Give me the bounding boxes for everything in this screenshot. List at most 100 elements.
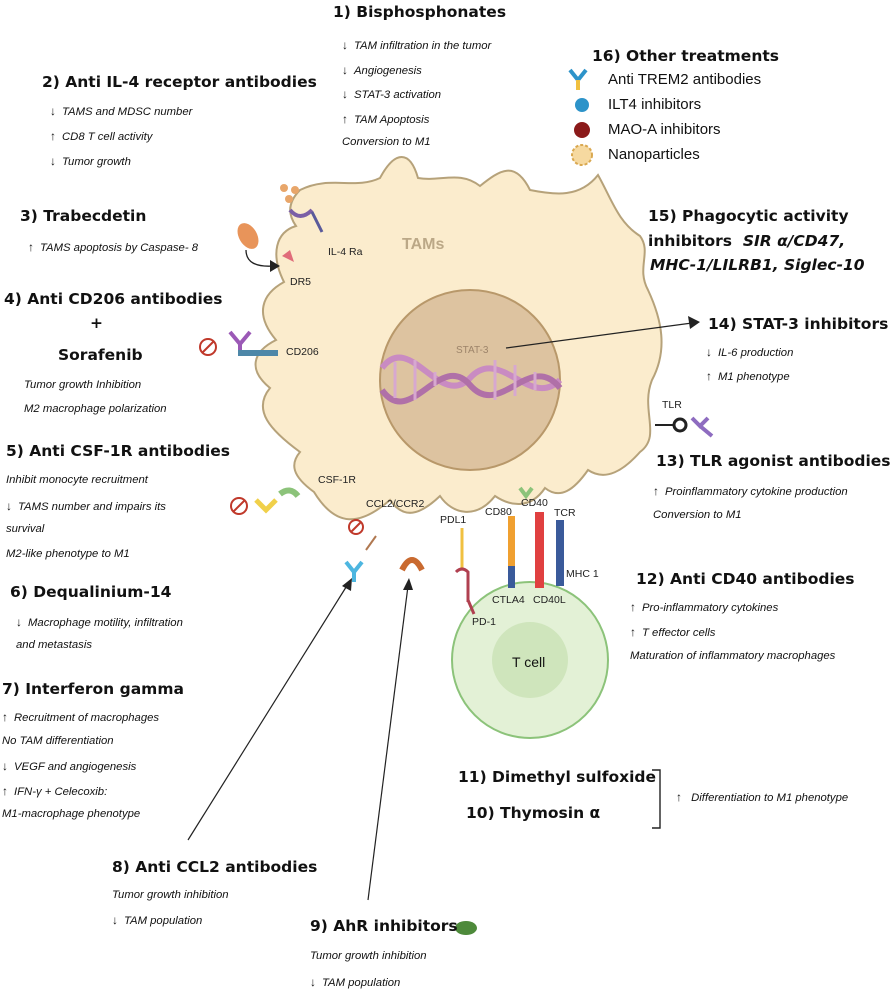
t6-effect-text-1: and metastasis xyxy=(16,639,92,651)
ahr-pill-icon xyxy=(455,921,477,935)
legend-ilt4: ILT4 inhibitors xyxy=(608,96,702,113)
t9-effect-1: ↓TAM population xyxy=(310,975,400,989)
t3-effect-text-0: TAMS apoptosis by Caspase- 8 xyxy=(40,242,199,254)
t4-title2: Sorafenib xyxy=(58,346,143,364)
dna-strand-a xyxy=(379,354,563,391)
t10-11-arrow: ↑ xyxy=(676,790,682,804)
t10-11-effect-text: Differentiation to M1 phenotype xyxy=(691,792,849,804)
t7-effect-0: ↑Recruitment of macrophages xyxy=(2,710,159,724)
t14-effect-text-1: M1 phenotype xyxy=(718,371,790,383)
label-cd40: CD40 xyxy=(521,497,548,509)
synapse-receptors xyxy=(454,486,564,615)
t13-effect-text-0: Proinflammatory cytokine production xyxy=(665,486,848,498)
cell-title: TAMs xyxy=(402,236,445,253)
dna-strand-b xyxy=(379,373,563,405)
t-cell-nucleus xyxy=(492,622,568,698)
ccl2-antibody xyxy=(344,519,425,582)
cd206-receptor xyxy=(199,330,278,356)
t12-title: 12) Anti CD40 antibodies xyxy=(636,570,855,588)
t2-arrow-down: ↓ xyxy=(50,154,56,168)
nucleus-label: STAT-3 xyxy=(456,345,489,356)
t8-arrow-down: ↓ xyxy=(112,913,118,927)
label-ccl2ccr2: CCL2/CCR2 xyxy=(366,498,425,510)
anti-ccl2-arrow xyxy=(187,583,349,841)
t5-arrow-down: ↓ xyxy=(6,498,12,513)
t7-arrow-up: ↑ xyxy=(2,783,8,798)
t5-effect-text-0: Inhibit monocyte recruitment xyxy=(6,474,148,486)
t2-effect-2: ↓ Tumor growth xyxy=(50,154,131,168)
t1-effect-3: ↑TAM Apoptosis xyxy=(342,112,429,126)
t4-effect-0: Tumor growth Inhibition xyxy=(24,379,142,391)
t2-effect-text-0: TAMS and MDSC number xyxy=(62,106,193,118)
t5-effect-text-1: TAMS number and impairs its xyxy=(18,500,166,513)
t5-effect-1: ↓ TAMS number and impairs its xyxy=(6,499,166,513)
t14-effect-1: ↑ M1 phenotype xyxy=(706,369,790,383)
label-pd1: PD-1 xyxy=(472,616,496,628)
t7-effect-2: ↓VEGF and angiogenesis xyxy=(2,759,136,773)
t5-effect-text-2: survival xyxy=(6,523,45,535)
t5-effect-text-3: M2-like phenotype to M1 xyxy=(6,547,130,560)
t1-effect-4: Conversion to M1 xyxy=(342,136,431,148)
t8-effect-text-1: TAM population xyxy=(124,915,203,927)
t12-arrow-up: ↑ xyxy=(630,625,636,639)
label-ctla4: CTLA4 xyxy=(492,594,525,606)
stat3-arrow xyxy=(505,322,693,349)
t1-arrow-down: ↓ xyxy=(342,87,348,101)
t1-effect-2: ↓STAT-3 activation xyxy=(342,87,441,101)
t12-effect-text-1: T effector cells xyxy=(642,627,716,639)
t7-effect-text-1: No TAM differentiation xyxy=(2,734,114,747)
t5-effect-3: M2-like phenotype to M1 xyxy=(6,548,130,560)
label-mhc1: MHC 1 xyxy=(566,568,599,580)
t8-effect-1: ↓ TAM population xyxy=(112,913,202,927)
t13-title: 13) TLR agonist antibodies xyxy=(656,452,891,470)
t12-effect-text-0: Pro-inflammatory cytokines xyxy=(642,602,779,614)
t1-arrow-down: ↓ xyxy=(342,38,348,52)
t1-effect-text-0: TAM infiltration in the tumor xyxy=(354,40,492,52)
t9-arrow-down: ↓ xyxy=(310,975,316,989)
bracket xyxy=(652,769,661,829)
t16-title: 16) Other treatments xyxy=(592,47,779,65)
label-pdl1: PDL1 xyxy=(440,514,467,526)
t1-arrow-up: ↑ xyxy=(342,111,348,126)
t5-title: 5) Anti CSF-1R antibodies xyxy=(6,442,231,460)
t13-effect-1: Conversion to M1 xyxy=(653,509,742,521)
t2-arrow-down: ↓ xyxy=(50,104,56,118)
t6-arrow-down: ↓ xyxy=(16,615,22,629)
t7-arrow-down: ↓ xyxy=(2,759,8,773)
label-tlr: TLR xyxy=(662,399,682,411)
t2-effect-text-2: Tumor growth xyxy=(62,156,131,168)
t3-effect-0: ↑TAMS apoptosis by Caspase- 8 xyxy=(28,240,198,254)
t12-effect-0: ↑ Pro-inflammatory cytokines xyxy=(630,600,778,614)
t13-effect-0: ↑Proinflammatory cytokine production xyxy=(653,484,848,498)
t7-effect-text-4: M1-macrophage phenotype xyxy=(2,808,141,820)
label-cd40l: CD40L xyxy=(533,594,566,606)
t2-effect-0: ↓ TAMS and MDSC number xyxy=(50,104,192,118)
t8-effect-0: Tumor growth inhibition xyxy=(112,889,229,901)
t2-arrow-up: ↑ xyxy=(50,129,56,143)
t14-arrow-up: ↑ xyxy=(706,369,712,383)
t4-title: 4) Anti CD206 antibodies xyxy=(4,290,223,308)
t12-effect-1: ↑ T effector cells xyxy=(630,625,715,639)
t1-arrow-down: ↓ xyxy=(342,62,348,77)
t6-effect-text-0: Macrophage motility, infiltration xyxy=(28,617,183,629)
t7-arrow-up: ↑ xyxy=(2,710,8,724)
t9-effect-text-0: Tumor growth inhibition xyxy=(310,950,427,962)
label-cd80: CD80 xyxy=(485,506,512,518)
legend-nanoparticles: Nanoparticles xyxy=(608,146,700,163)
t6-effect-0: ↓ Macrophage motility, infiltration xyxy=(16,615,183,629)
t5-effect-2: survival xyxy=(6,523,44,535)
t9-effect-0: Tumor growth inhibition xyxy=(310,950,427,962)
t5-effect-0: Inhibit monocyte recruitment xyxy=(6,474,148,486)
nanoparticle-icon xyxy=(571,144,593,166)
label-cd206: CD206 xyxy=(286,346,319,358)
label-tcr: TCR xyxy=(554,507,576,519)
t14-title: 14) STAT-3 inhibitors xyxy=(708,315,889,333)
label-dr5: DR5 xyxy=(290,276,312,288)
t12-effect-text-2: Maturation of inflammatory macrophages xyxy=(630,650,836,662)
t12-arrow-up: ↑ xyxy=(630,600,636,614)
t7-title: 7) Interferon gamma xyxy=(2,680,184,698)
t7-effect-text-3: IFN-γ + Celecoxib: xyxy=(14,785,108,798)
label-csf1r: CSF-1R xyxy=(318,474,356,486)
